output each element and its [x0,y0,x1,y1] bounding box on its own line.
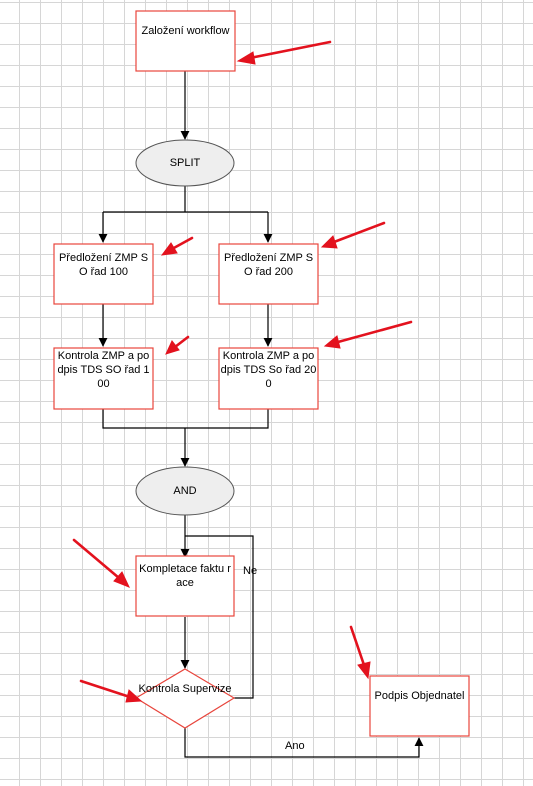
completion-label: Kompletace faktu race [139,563,231,589]
check-200-label: Kontrola ZMP a podpis TDS So řad 200 [220,350,317,390]
annotation-arrow [165,335,190,355]
and-ellipse[interactable] [135,466,235,516]
decision-diamond[interactable] [134,668,236,729]
submit-200-box[interactable] [218,243,319,305]
check-200-box[interactable] [218,347,319,410]
annotation-arrow [72,538,130,588]
completion-box[interactable] [135,555,235,617]
submit-100-box[interactable] [53,243,154,305]
annotation-arrow [236,40,332,65]
and-label: AND [173,485,197,497]
decision-label: Kontrola Supervize [138,683,232,695]
annotation-arrow [323,320,413,349]
submit-200-label: Předložení ZMP SO řad 200 [223,252,314,278]
start-box[interactable] [135,10,236,72]
sign-box[interactable] [369,675,470,737]
check-100-label: Kontrola ZMP a podpis TDS SO řad 100 [57,350,150,390]
sign-label: Podpis Objednatel [374,690,465,702]
split-ellipse[interactable] [135,139,235,187]
edge-join-bar [102,409,269,429]
annotation-arrow [349,625,371,680]
split-label: SPLIT [169,157,201,169]
edge-no-loop [185,535,254,699]
annotation-arrow [160,236,194,256]
edge-label-no: Ne [243,565,258,577]
annotation-arrow [79,679,143,703]
check-100-box[interactable] [53,347,154,410]
annotation-arrow [320,221,386,249]
submit-100-label: Předložení ZMP SO řad 100 [58,252,149,278]
start-label: Založení workflow [141,25,230,37]
edge-label-yes: Ano [285,740,305,752]
edge-yes [184,728,424,758]
